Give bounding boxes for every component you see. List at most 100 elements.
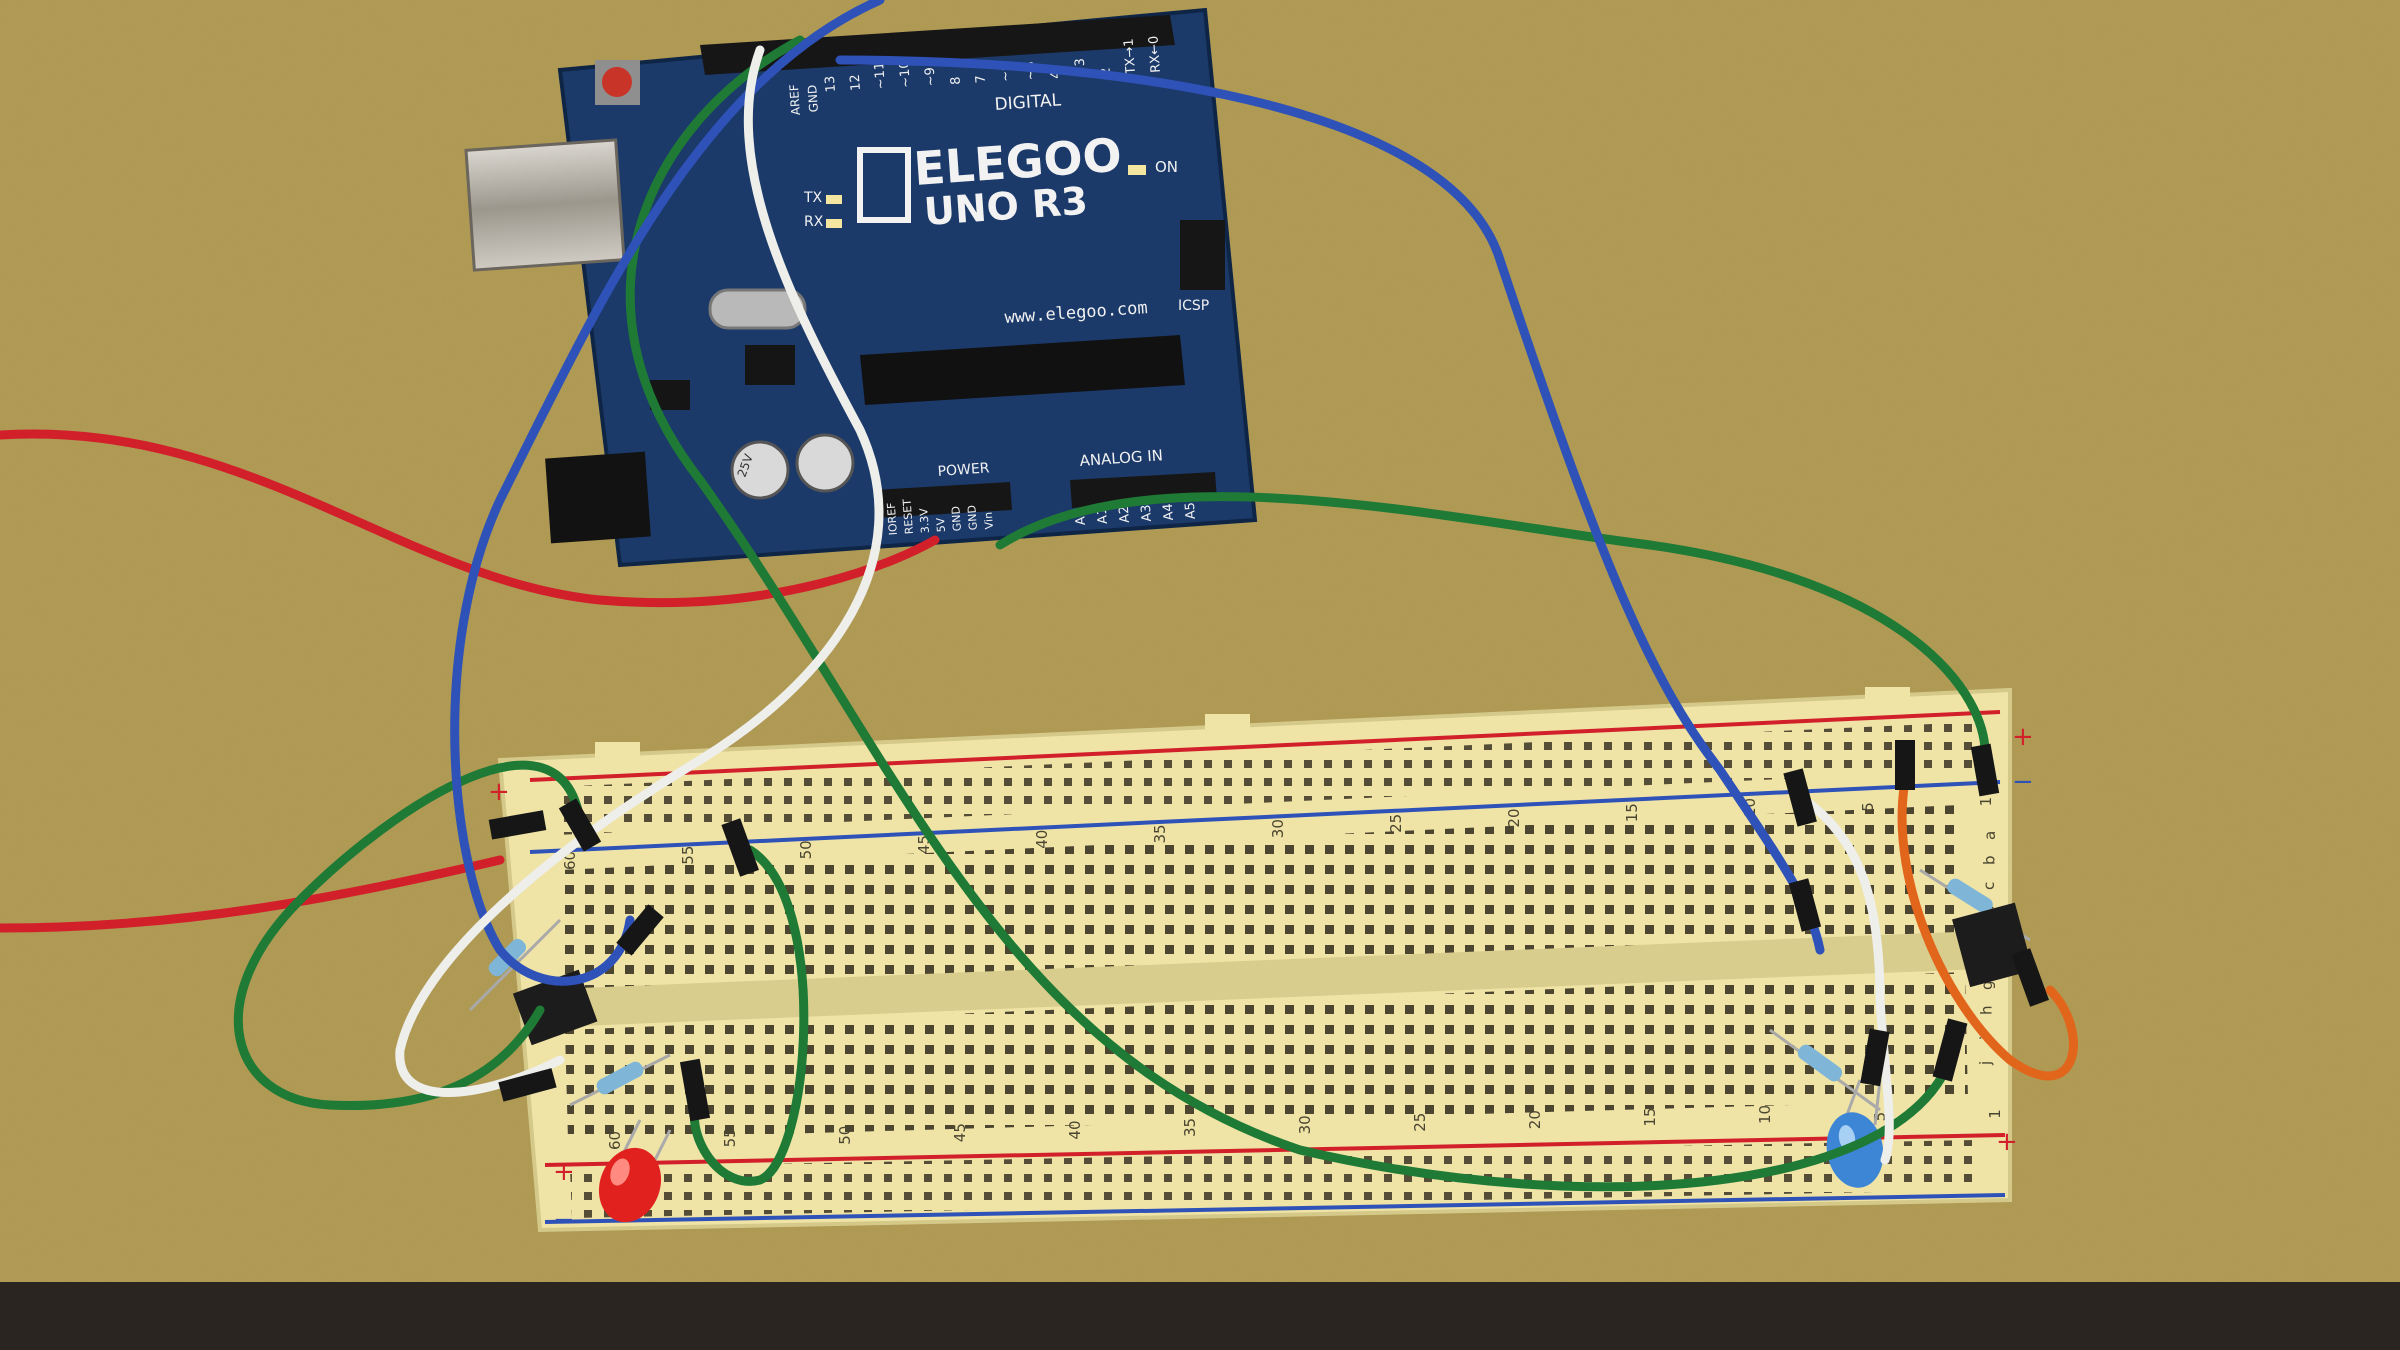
digital-pin-label: 7 xyxy=(973,74,989,83)
digital-pin-label: 12 xyxy=(848,74,864,92)
column-letter: b xyxy=(1981,855,1999,865)
row-number: 60 xyxy=(606,1131,624,1150)
bottom-rail-holes xyxy=(570,1140,1977,1218)
rail-minus-top-right: − xyxy=(2012,767,2034,797)
power-label: POWER xyxy=(937,460,990,480)
row-number: 25 xyxy=(1387,814,1405,833)
row-number: 5 xyxy=(1859,802,1877,812)
breadboard-tab xyxy=(1205,714,1250,736)
digital-pin-label: 13 xyxy=(823,75,839,93)
crystal-oscillator xyxy=(708,288,807,330)
push-button-right xyxy=(1952,902,2033,988)
power-pin-label: IOREF xyxy=(885,502,900,536)
row-number: 1 xyxy=(1986,1109,2004,1119)
digital-pin-label: 4 xyxy=(1048,70,1064,79)
elegoo-logo-mark xyxy=(857,147,911,223)
analog-pin-label: A2 xyxy=(1117,505,1133,523)
aref-label: AREF xyxy=(787,84,803,116)
blue-wire-right xyxy=(835,55,1825,955)
row-number: 50 xyxy=(836,1126,854,1145)
digital-pin-label: ~9 xyxy=(923,67,939,87)
top-blue-rail-line xyxy=(529,780,2001,854)
bottom-blue-rail-line xyxy=(544,1193,2006,1224)
analog-pin-label: A5 xyxy=(1183,502,1199,520)
row-number: 55 xyxy=(721,1128,739,1147)
power-header xyxy=(875,482,1012,518)
green-wire-gnd-rail xyxy=(995,492,1990,765)
digital-pin-label: ~10 xyxy=(897,60,914,88)
analog-pin-label: A4 xyxy=(1161,503,1177,521)
row-number: 15 xyxy=(1641,1108,1659,1127)
digital-pin-label: ~11 xyxy=(872,61,889,89)
usb-b-connector xyxy=(464,138,626,272)
analog-label: ANALOG IN xyxy=(1079,446,1163,470)
breadboard-tab xyxy=(1865,687,1910,709)
smd-chip xyxy=(745,345,795,385)
row-number: 45 xyxy=(951,1123,969,1142)
column-letter: a xyxy=(1981,831,1999,840)
digital-pin-label: TX→1 xyxy=(1122,38,1140,76)
atmega-chip xyxy=(860,335,1185,405)
rail-plus-top-left: + xyxy=(488,777,510,807)
rail-plus-top-right: + xyxy=(2012,722,2034,752)
bottom-terminal-holes xyxy=(565,972,1968,1140)
rx-led xyxy=(826,219,842,228)
capacitor-1 xyxy=(730,440,790,500)
digital-pin-label: 8 xyxy=(948,76,964,85)
tx-label: TX xyxy=(803,190,823,206)
blue-wire-left xyxy=(450,0,885,986)
breadboard-tab xyxy=(595,742,640,764)
icsp-header xyxy=(1180,220,1225,290)
rail-plus-bottom-left: + xyxy=(553,1157,575,1187)
table-edge-shadow xyxy=(0,1282,2400,1350)
red-wire xyxy=(0,429,940,933)
green-wire-short xyxy=(689,845,809,1186)
row-number: 1 xyxy=(1977,797,1995,807)
column-letter: g xyxy=(1978,980,1996,990)
row-number: 40 xyxy=(1033,830,1051,849)
jumper-tips xyxy=(488,740,2049,1122)
icsp-label: ICSP xyxy=(1178,298,1209,314)
column-letter: c xyxy=(1980,882,1998,890)
column-letter: h xyxy=(1978,1005,1996,1015)
resistor-right-bottom xyxy=(1769,1028,1881,1112)
on-led-label: ON xyxy=(1155,158,1178,176)
power-pin-label: 5V xyxy=(934,517,948,533)
dc-power-jack xyxy=(545,451,651,544)
row-number: 25 xyxy=(1411,1113,1429,1132)
row-number: 55 xyxy=(679,846,697,865)
top-red-rail-line xyxy=(529,710,2001,782)
white-wire-left xyxy=(395,45,884,1097)
row-number: 40 xyxy=(1066,1121,1084,1140)
row-number: 20 xyxy=(1526,1110,1544,1129)
row-number: 30 xyxy=(1269,819,1287,838)
row-number: 20 xyxy=(1505,809,1523,828)
gnd-label: GND xyxy=(805,84,821,112)
orange-wire xyxy=(1897,755,2078,1081)
arduino-board: ELEGOO UNO R3 www.elegoo.com DIGITAL POW… xyxy=(464,7,1258,568)
resistor-middle xyxy=(569,1053,671,1107)
digital-label: DIGITAL xyxy=(994,90,1062,115)
power-pin-label: RESET xyxy=(901,498,916,534)
row-number: 5 xyxy=(1871,1112,1889,1122)
power-pin-label: 3.3V xyxy=(917,507,932,533)
rx-label: RX xyxy=(804,214,824,230)
rail-minus-bottom-left: − xyxy=(553,1205,575,1235)
reset-button-cap xyxy=(602,67,632,97)
row-number: 15 xyxy=(1623,803,1641,822)
digital-header xyxy=(700,15,1175,75)
row-number: 50 xyxy=(797,840,815,859)
tx-led xyxy=(826,195,842,204)
row-number: 35 xyxy=(1181,1118,1199,1137)
column-letter: j xyxy=(1977,1061,1995,1066)
row-number: 30 xyxy=(1296,1115,1314,1134)
center-channel xyxy=(530,930,2005,1028)
capacitor-2 xyxy=(795,433,855,493)
bottom-red-rail-line xyxy=(544,1133,2006,1167)
white-wire-right xyxy=(1800,795,1894,1165)
